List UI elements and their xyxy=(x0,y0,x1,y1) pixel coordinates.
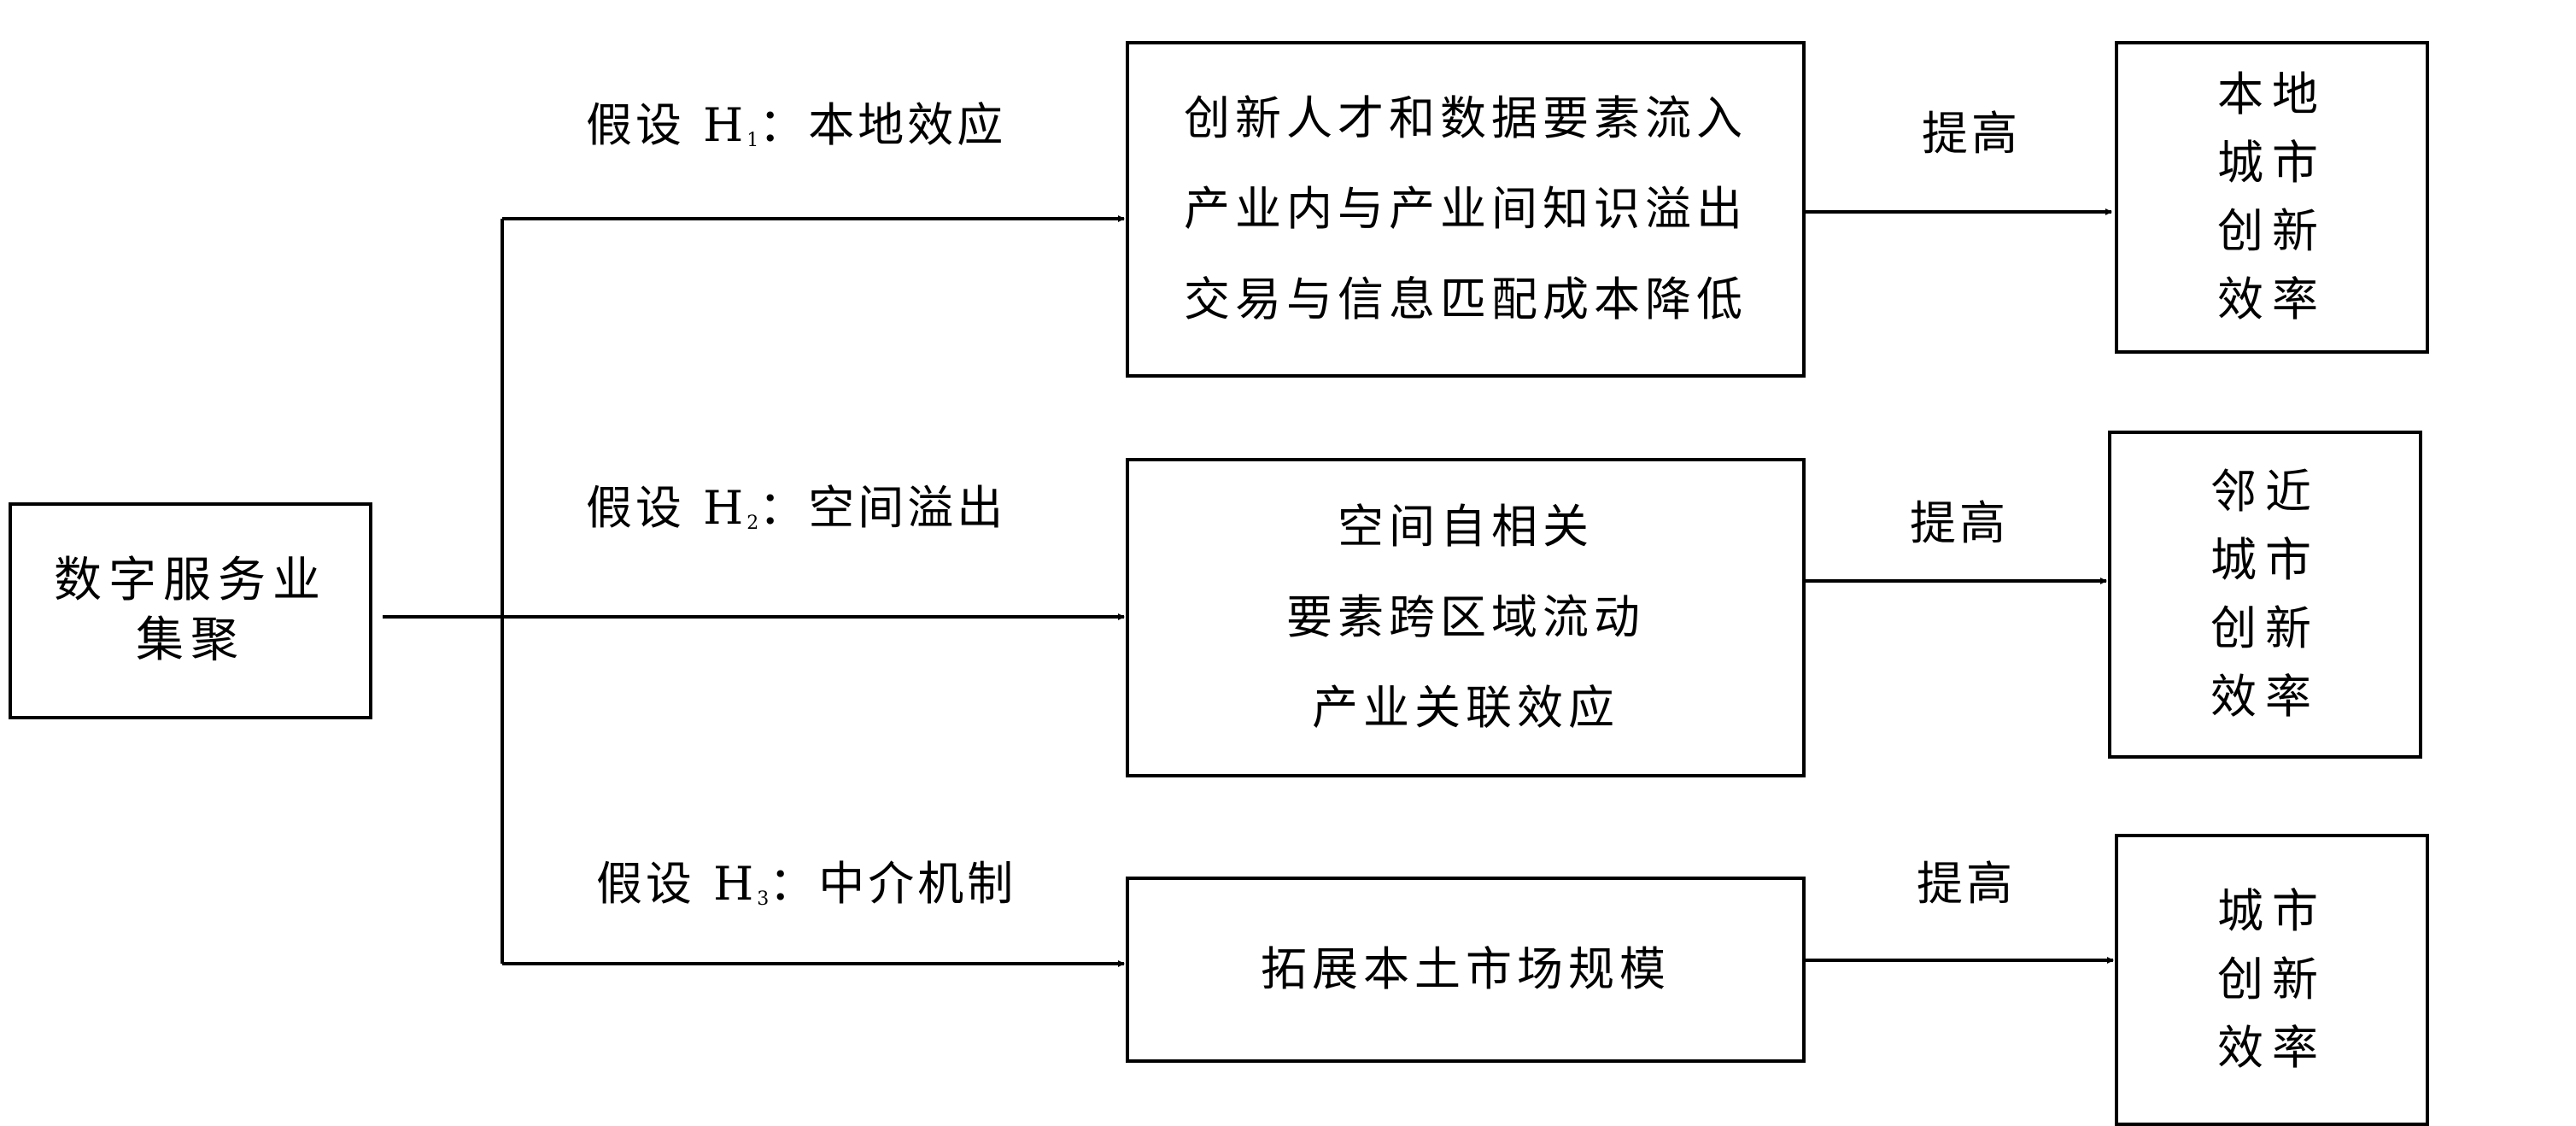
arrow-label-mid: 提高 xyxy=(1910,496,2009,550)
source-line-2: 集聚 xyxy=(136,613,245,668)
outcome-line: 创新 xyxy=(2217,953,2327,1006)
outcome-box-local: 本地 城市 创新 效率 xyxy=(2115,41,2429,354)
mechanism-line: 交易与信息匹配成本降低 xyxy=(1184,273,1748,326)
source-box: 数字服务业 集聚 xyxy=(9,502,372,719)
outcome-line: 创新 xyxy=(2210,601,2320,655)
outcome-line: 效率 xyxy=(2210,670,2320,724)
outcome-line: 创新 xyxy=(2217,204,2327,258)
hypothesis-3-label: 假设 H3：中介机制 xyxy=(596,857,1017,911)
mechanism-line: 产业内与产业间知识溢出 xyxy=(1184,182,1748,236)
source-line-1: 数字服务业 xyxy=(54,553,327,608)
outcome-line: 邻近 xyxy=(2210,465,2320,519)
mechanism-line: 要素跨区域流动 xyxy=(1286,590,1645,644)
outcome-line: 效率 xyxy=(2217,1021,2327,1075)
mechanism-box-spillover: 空间自相关 要素跨区域流动 产业关联效应 xyxy=(1126,458,1806,777)
outcome-line: 本地 xyxy=(2217,67,2327,121)
hypothesis-1-label: 假设 H1：本地效应 xyxy=(586,98,1007,152)
arrow-label-top: 提高 xyxy=(1922,107,2021,161)
mechanism-box-mediation: 拓展本土市场规模 xyxy=(1126,877,1806,1063)
outcome-line: 城市 xyxy=(2217,884,2327,938)
outcome-line: 效率 xyxy=(2217,273,2327,326)
outcome-line: 城市 xyxy=(2210,533,2320,587)
mechanism-line: 空间自相关 xyxy=(1338,500,1594,554)
mechanism-line: 创新人才和数据要素流入 xyxy=(1184,91,1748,145)
mechanism-line: 拓展本土市场规模 xyxy=(1261,942,1671,996)
arrow-label-bot: 提高 xyxy=(1917,857,2016,911)
outcome-box-neighbor: 邻近 城市 创新 效率 xyxy=(2108,431,2422,759)
hypothesis-2-label: 假设 H2：空间溢出 xyxy=(586,481,1007,535)
outcome-box-city: 城市 创新 效率 xyxy=(2115,834,2429,1126)
mechanism-box-local: 创新人才和数据要素流入 产业内与产业间知识溢出 交易与信息匹配成本降低 xyxy=(1126,41,1806,378)
outcome-line: 城市 xyxy=(2217,136,2327,190)
mechanism-line: 产业关联效应 xyxy=(1312,681,1619,735)
